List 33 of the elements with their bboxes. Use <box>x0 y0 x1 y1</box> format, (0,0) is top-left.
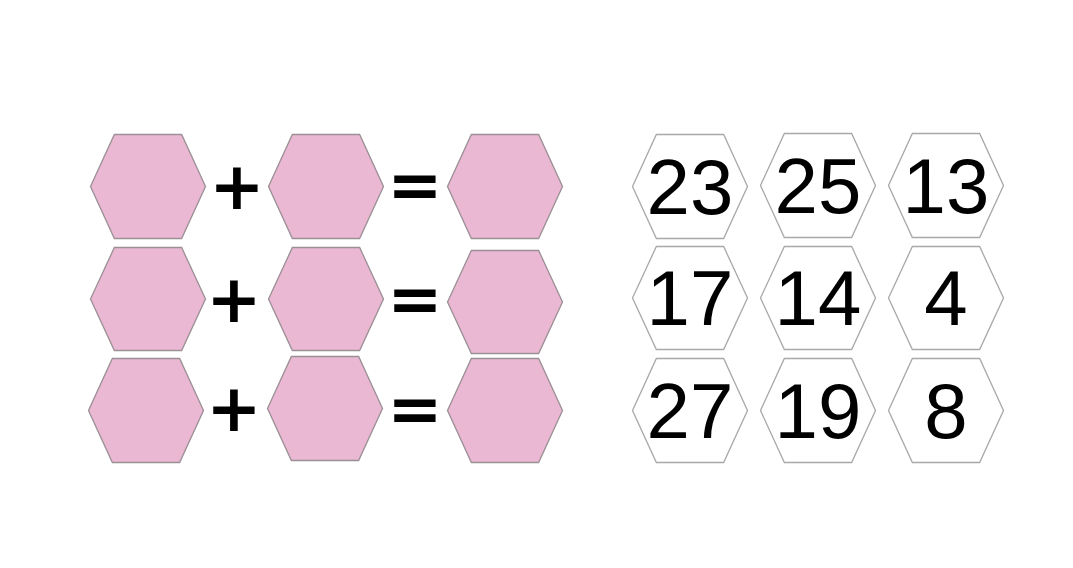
number-hexagon <box>760 246 876 350</box>
number-label: 13 <box>902 146 990 225</box>
equals-sign: = <box>387 377 443 443</box>
number-label: 17 <box>646 259 734 337</box>
number-hexagon <box>632 246 748 350</box>
number-label: 4 <box>924 259 968 337</box>
answer-hexagon <box>447 134 563 239</box>
plus-sign: + <box>206 376 262 442</box>
number-label: 8 <box>924 371 968 450</box>
number-label: 27 <box>646 371 734 450</box>
number-hexagon <box>632 134 748 239</box>
number-hexagon <box>888 246 1004 350</box>
number-label: 25 <box>774 146 862 225</box>
answer-hexagon <box>447 358 563 463</box>
equals-sign: = <box>387 267 443 333</box>
equals-sign: = <box>387 153 443 219</box>
number-label: 23 <box>646 147 734 226</box>
answer-hexagon <box>447 250 563 354</box>
answer-hexagon <box>267 356 383 461</box>
answer-hexagon <box>88 358 204 463</box>
answer-hexagon <box>268 247 384 351</box>
number-hexagon <box>888 358 1004 463</box>
number-hexagon <box>632 358 748 463</box>
plus-sign: + <box>209 154 265 220</box>
answer-hexagon <box>90 134 206 239</box>
number-hexagon <box>760 133 876 238</box>
number-label: 19 <box>774 371 862 450</box>
number-hexagon <box>888 133 1004 238</box>
number-hexagon <box>760 358 876 463</box>
number-label: 14 <box>774 259 862 337</box>
answer-hexagon <box>268 134 384 239</box>
answer-hexagon <box>90 247 206 351</box>
plus-sign: + <box>206 267 262 333</box>
